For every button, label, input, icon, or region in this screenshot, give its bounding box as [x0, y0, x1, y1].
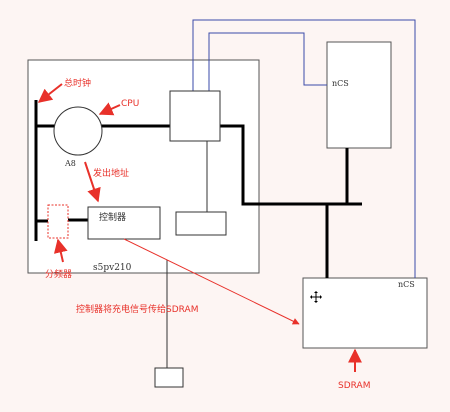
move-cursor-icon: [310, 291, 322, 303]
divider-arrow: [53, 238, 68, 263]
internal-small-box: [175, 211, 227, 236]
divider-annotation: 分频器: [45, 268, 72, 280]
controller-box: [87, 206, 161, 240]
cpu-arrow: [98, 102, 121, 116]
send-address-annotation: 发出地址: [93, 167, 129, 179]
controller-to-sdram-arrow: [123, 238, 300, 325]
controller-label: 控制器: [99, 211, 126, 223]
cs-line-outer: [192, 19, 416, 278]
bus-clock-arrow: [37, 83, 63, 103]
cpu-core-label: A8: [64, 159, 76, 168]
divider-box: [47, 204, 69, 239]
cs-line-inner: [208, 32, 327, 91]
sdram-chip-ncs-label: nCS: [398, 280, 415, 289]
sdram-annotation: SDRAM: [338, 381, 370, 391]
bus-bridge-box: [169, 90, 221, 142]
bus-clock-annotation: 总时钟: [64, 77, 91, 89]
system-bus: [220, 124, 362, 206]
soc-box: [27, 59, 260, 274]
sdram-chip: [302, 277, 428, 349]
right-memory-chip: [326, 41, 392, 149]
right-chip-ncs-label: nCS: [332, 79, 349, 88]
controller-to-sdram-annotation: 控制器将充电信号传给SDRAM: [76, 303, 198, 315]
cpu-annotation: CPU: [121, 99, 139, 109]
soc-label: s5pv210: [93, 263, 132, 273]
cpu-core: [53, 106, 103, 156]
external-box: [154, 367, 184, 388]
send-address-arrow: [84, 161, 101, 203]
